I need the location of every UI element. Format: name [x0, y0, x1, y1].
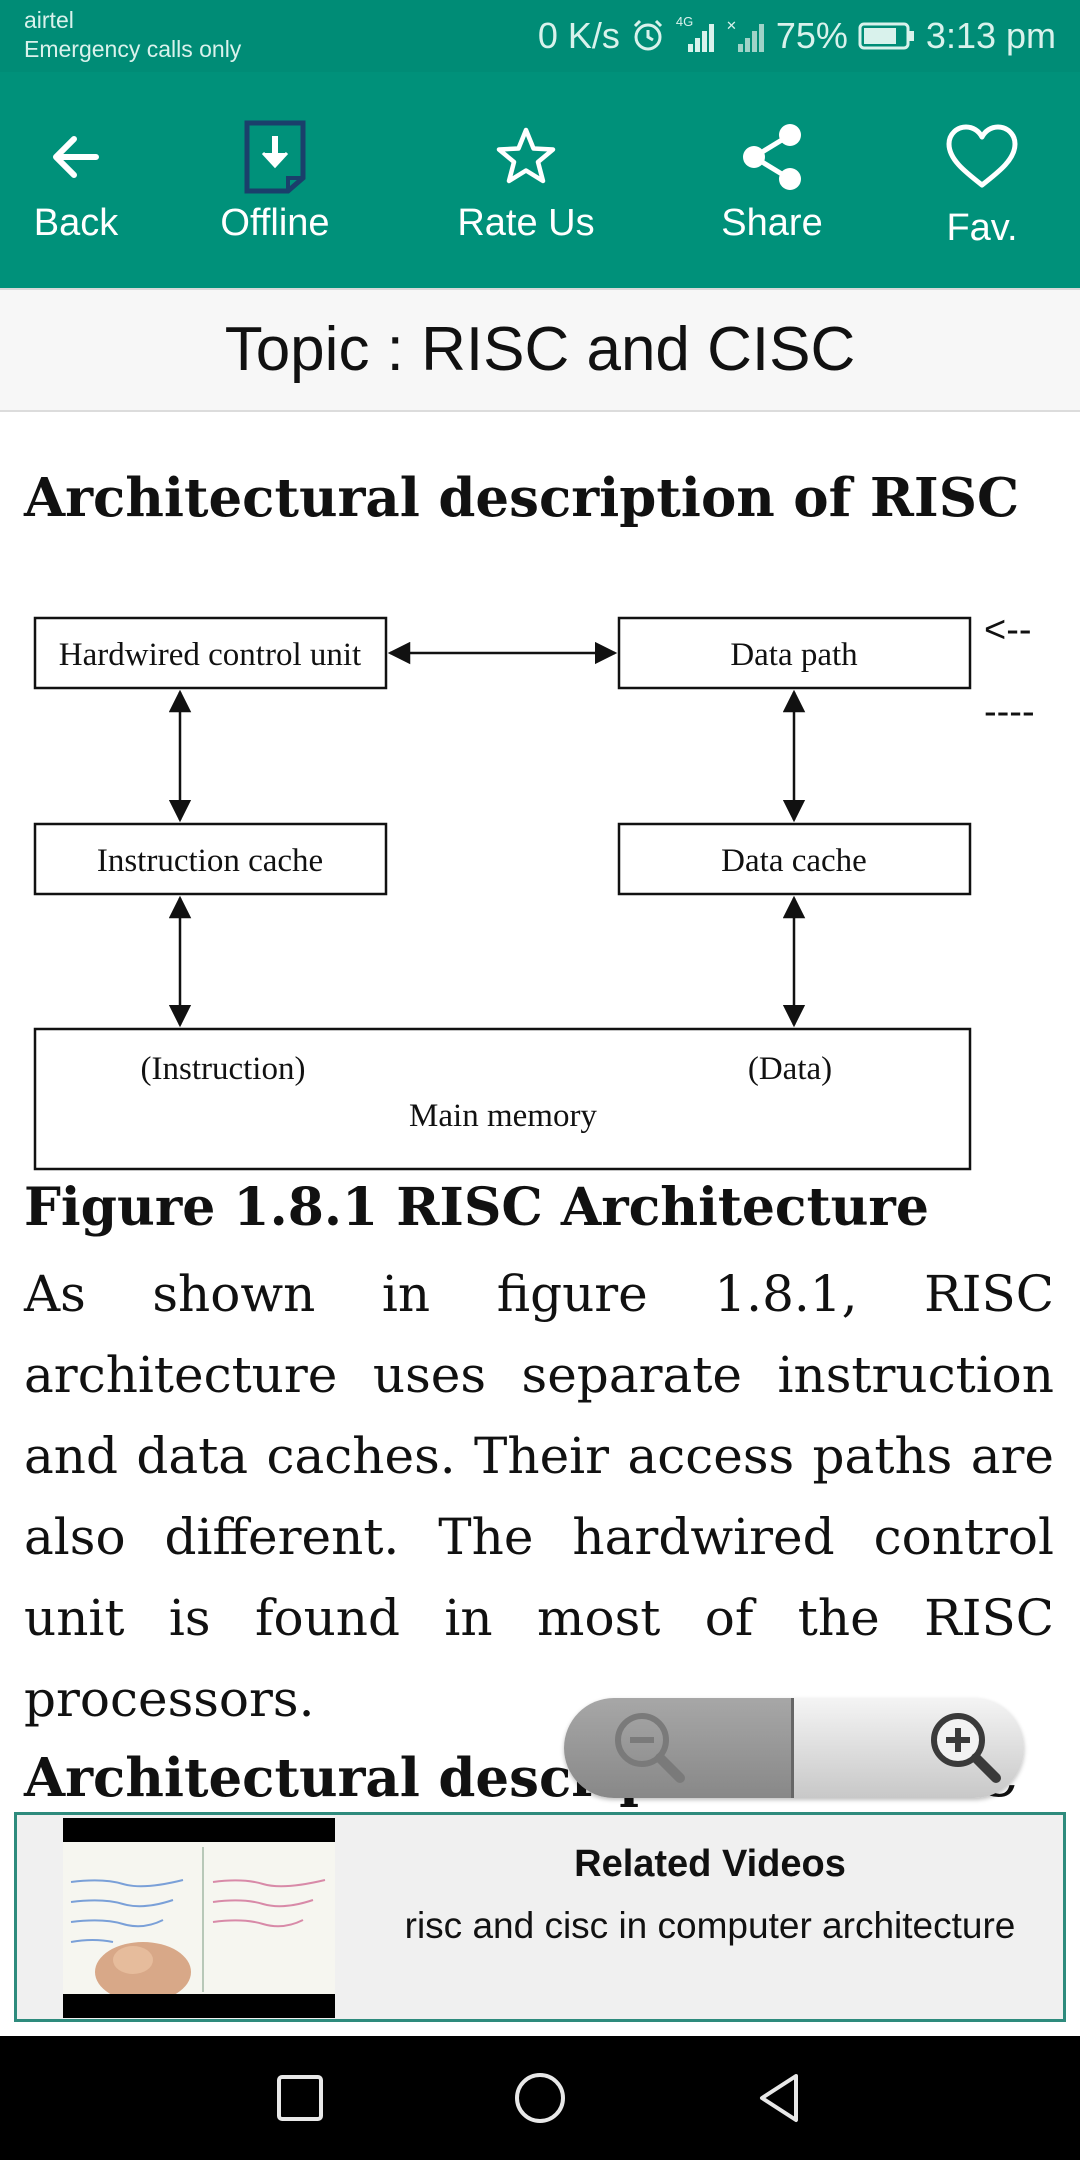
triangle-back-icon — [760, 2074, 798, 2122]
svg-text:✕: ✕ — [726, 18, 737, 33]
side-mark-1: <-- — [984, 609, 1032, 651]
download-document-icon — [230, 112, 320, 202]
rate-us-button[interactable]: Rate Us — [426, 72, 626, 288]
home-button[interactable] — [500, 2058, 580, 2138]
alarm-icon — [630, 18, 666, 54]
topic-title: Topic : RISC and CISC — [224, 315, 856, 384]
section-heading-risc: Architectural description of RISC — [24, 467, 1020, 529]
square-icon — [277, 2075, 323, 2121]
favorite-label: Fav. — [946, 207, 1018, 249]
network-type: 4G — [675, 14, 694, 29]
back-nav-button[interactable] — [740, 2058, 820, 2138]
arrow-left-icon — [31, 112, 121, 202]
signal-4g-icon: 4G — [676, 14, 716, 54]
main-memory-label: Main memory — [409, 1098, 597, 1134]
heart-icon — [937, 112, 1027, 202]
offline-label: Offline — [220, 202, 330, 244]
main-memory-box — [33, 1027, 972, 1171]
clock: 3:13 pm — [925, 15, 1056, 56]
status-bar: airtel Emergency calls only 0 K/s 4G ✕ 7… — [0, 0, 1080, 72]
data-cache-box — [617, 822, 972, 896]
signal-no-sim-icon: ✕ — [726, 18, 766, 54]
instruction-cache-box — [33, 822, 388, 896]
status-right: 0 K/s 4G ✕ 75% 3:13 pm — [538, 12, 1056, 60]
share-button[interactable]: Share — [672, 72, 872, 288]
risc-architecture-figure: Hardwired control unit Data path Instruc… — [28, 602, 1080, 1202]
system-nav-bar — [0, 2036, 1080, 2160]
battery-percent: 75% — [775, 15, 848, 56]
icache-label: Instruction cache — [97, 843, 323, 879]
hardwired-control-unit-box — [33, 616, 388, 690]
data-path-box — [617, 616, 972, 690]
instruction-label: (Instruction) — [141, 1051, 306, 1087]
share-icon — [727, 112, 817, 202]
zoom-in-icon — [922, 1704, 1006, 1792]
rate-us-label: Rate Us — [457, 202, 595, 244]
zoom-control — [564, 1698, 1024, 1798]
battery-icon — [858, 21, 916, 51]
carrier-name: airtel — [24, 7, 74, 33]
related-videos-banner[interactable]: Related Videos risc and cisc in computer… — [14, 1812, 1066, 2022]
app-toolbar: Back Offline Rate Us Share Fav. — [0, 72, 1080, 288]
zoom-in-button[interactable] — [794, 1698, 1024, 1798]
recents-button[interactable] — [260, 2058, 340, 2138]
video-thumbnail[interactable] — [63, 1818, 335, 2018]
dcache-label: Data cache — [721, 843, 867, 879]
offline-button[interactable]: Offline — [175, 72, 375, 288]
datapath-label: Data path — [730, 637, 858, 673]
hardwired-label: Hardwired control unit — [59, 637, 361, 673]
body-paragraph: As shown in figure 1.8.1, RISC architect… — [24, 1265, 1054, 1728]
zoom-out-button[interactable] — [564, 1698, 794, 1798]
data-label: (Data) — [748, 1051, 832, 1087]
figure-caption: Figure 1.8.1 RISC Architecture — [24, 1177, 929, 1238]
back-button[interactable]: Back — [0, 72, 176, 288]
zoom-out-icon — [608, 1706, 688, 1790]
side-mark-2: ---- — [984, 691, 1035, 733]
circle-icon — [515, 2073, 565, 2123]
share-label: Share — [721, 202, 823, 244]
video-thumbnail-frame — [63, 1842, 335, 2002]
status-left: airtel Emergency calls only — [24, 6, 241, 64]
network-speed: 0 K/s — [537, 15, 620, 56]
emergency-text: Emergency calls only — [24, 36, 242, 62]
article-content: Architectural description of RISC Hardwi… — [0, 412, 1080, 1812]
related-video-subtitle: risc and cisc in computer architecture — [404, 1905, 1016, 1946]
favorite-button[interactable]: Fav. — [882, 72, 1080, 288]
topic-header: Topic : RISC and CISC — [0, 288, 1080, 412]
back-label: Back — [33, 202, 119, 244]
star-icon — [481, 112, 571, 202]
related-videos-title: Related Videos — [574, 1843, 846, 1885]
